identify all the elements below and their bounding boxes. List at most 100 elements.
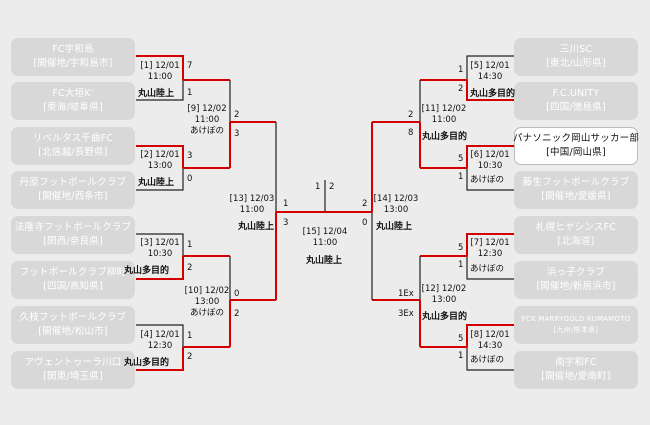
match-label: [9] 12/02: [187, 104, 227, 114]
line-m6-bottom: [466, 168, 514, 191]
match-label: [12] 12/02: [421, 284, 467, 294]
team-name: FC大垣K': [52, 88, 94, 99]
match-label: [2] 12/01: [140, 150, 180, 160]
match-time: 11:00: [312, 238, 338, 248]
score-m8-top: 5: [458, 334, 464, 344]
team-name: リベルタス千曲FC: [32, 133, 114, 144]
score-final-right: 2: [329, 182, 335, 192]
line-m5-top: [466, 55, 514, 80]
team-left-6: フットボールクラブ柳町[四国/高知県]: [11, 261, 135, 299]
score-m1-top: 7: [187, 61, 193, 71]
match-14-venue: 丸山陸上: [376, 222, 413, 232]
score-m5-bottom: 2: [458, 84, 464, 94]
team-region: [開催地/宇和島市]: [33, 58, 113, 69]
score-m4-top: 1: [187, 331, 193, 341]
team-region: [四国/徳島県]: [546, 102, 606, 113]
match-time: 12:30: [477, 249, 503, 259]
team-left-7: 久枝フットボールクラブ[開催地/松山市]: [11, 306, 135, 344]
match-time: 11:00: [147, 72, 173, 82]
line-m5-bottom: [466, 80, 514, 101]
team-left-5: 法隆寺フットボールクラブ[関西/奈良県]: [11, 216, 135, 254]
team-right-6: 浜っ子クラブ[開催地/新居浜市]: [514, 261, 638, 299]
score-m13-bottom: 3: [283, 218, 289, 228]
score-m2-bottom: 0: [187, 174, 193, 184]
match-label: [15] 12/04: [302, 227, 348, 237]
match-label: [11] 12/02: [421, 104, 467, 114]
team-name: 南宇和FC: [555, 357, 597, 368]
team-right-4: 藤生フットボールクラブ[開催地/愛媛県]: [514, 171, 638, 209]
team-name: 法隆寺フットボールクラブ: [14, 222, 132, 233]
team-right-1: 三川SC[東北/山形県]: [514, 38, 638, 76]
match-time: 13:00: [383, 205, 409, 215]
match-label: [6] 12/01: [470, 150, 510, 160]
score-m13-top: 1: [283, 199, 289, 209]
team-region: [東海/岐阜県]: [43, 102, 103, 113]
team-region: [開催地/西条市]: [38, 191, 108, 202]
match-time: 10:30: [147, 249, 173, 259]
match-label: [1] 12/01: [140, 61, 180, 71]
score-m4-bottom: 2: [187, 352, 193, 362]
match-time: 14:30: [477, 72, 503, 82]
match-time: 13:00: [431, 295, 457, 305]
score-m5-top: 1: [458, 65, 464, 75]
score-m11-top: 2: [408, 110, 414, 120]
score-m3-bottom: 2: [187, 263, 193, 273]
team-name: 藤生フットボールクラブ: [522, 177, 630, 188]
team-region: [開催地/松山市]: [38, 326, 108, 337]
team-region: [開催地/愛南町]: [541, 371, 611, 382]
line-m6-top: [466, 145, 514, 168]
team-name: FCK MARRYGOLD KUMAMOTO: [521, 315, 631, 323]
match-venue: あけぼの: [189, 308, 224, 318]
score-m9-top: 2: [234, 110, 240, 120]
line-m1-top: [136, 55, 184, 80]
match-label: [7] 12/01: [470, 238, 510, 248]
match-13-venue: 丸山陸上: [238, 222, 275, 232]
line-m2-bottom: [136, 168, 184, 191]
match-label: [14] 12/03: [373, 194, 419, 204]
team-name: 三川SC: [559, 44, 593, 55]
match-venue: あけぼの: [189, 126, 224, 136]
score-m3-top: 1: [187, 240, 193, 250]
match-label: [13] 12/03: [229, 194, 275, 204]
match-time: 10:30: [477, 161, 503, 171]
score-m10-bottom: 2: [234, 309, 240, 319]
match-3-venue: 丸山多目的: [124, 266, 170, 276]
line-m7-bottom: [466, 256, 514, 280]
team-name: FC宇和島: [52, 44, 94, 55]
team-left-8: アヴェントゥーラ川口[関東/埼玉県]: [11, 351, 135, 389]
score-m1-bottom: 1: [187, 88, 193, 98]
match-time: 14:30: [477, 341, 503, 351]
score-m11-bottom: 8: [408, 128, 414, 138]
match-time: 13:00: [147, 161, 173, 171]
team-right-2: F.C.UNITY[四国/徳島県]: [514, 82, 638, 120]
line-m8-bottom: [466, 347, 514, 371]
score-m6-top: 5: [458, 154, 464, 164]
team-name: アヴェントゥーラ川口: [24, 357, 122, 368]
team-left-4: 丹原フットボールクラブ[開催地/西条市]: [11, 171, 135, 209]
score-m10-top: 0: [234, 289, 240, 299]
line-m1-bottom: [136, 80, 184, 101]
score-final-left: 1: [315, 182, 321, 192]
team-region: [九州/熊本県]: [553, 326, 599, 334]
score-m2-top: 3: [187, 151, 193, 161]
team-region: [四国/高知県]: [43, 281, 103, 292]
score-m6-bottom: 1: [458, 172, 464, 182]
line-m4-bottom: [136, 347, 184, 371]
match-15-venue: 丸山陸上: [306, 256, 343, 266]
line-m2-top: [136, 145, 184, 168]
team-name: 浜っ子クラブ: [546, 267, 606, 278]
team-name: パナソニック岡山サッカー部: [512, 133, 640, 144]
